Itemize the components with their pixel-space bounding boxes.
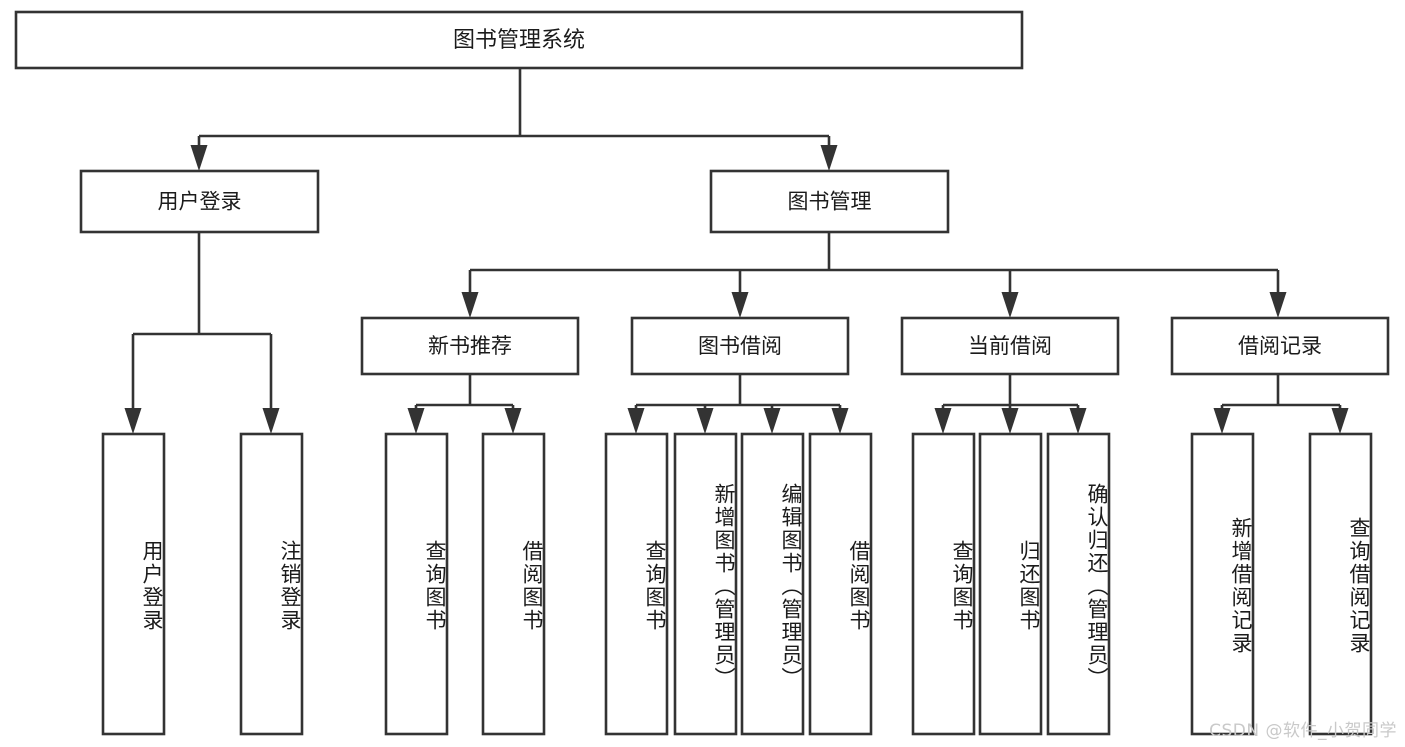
node-leaf-borrow-book-2-box[interactable]: [808, 432, 873, 736]
node-book-manage-box[interactable]: [709, 169, 950, 234]
node-new-book-recommend-label: 新书推荐: [428, 334, 512, 358]
arrow-to-leaf-confirm-return: [1069, 408, 1087, 434]
node-borrow-record-box[interactable]: [1170, 316, 1390, 376]
node-current-borrow-label: 当前借阅: [968, 334, 1052, 358]
node-book-manage-label: 图书管理: [788, 190, 872, 214]
node-user-login-label: 用户登录: [158, 190, 242, 214]
arrow-to-leaf-borrow-book-2: [831, 408, 849, 434]
node-leaf-query-book-1-box[interactable]: [384, 432, 449, 736]
node-leaf-add-record-box[interactable]: [1190, 432, 1255, 736]
arrow-to-user-login: [190, 145, 208, 171]
arrow-to-leaf-add-book: [696, 408, 714, 434]
arrow-to-leaf-user-logout: [262, 408, 280, 434]
arrow-to-book-borrow: [731, 292, 749, 318]
node-leaf-add-book-box[interactable]: [673, 432, 738, 736]
node-root-label: 图书管理系统: [453, 28, 585, 53]
arrow-to-book-manage: [820, 145, 838, 171]
node-borrow-record-label: 借阅记录: [1238, 334, 1322, 358]
watermark-text: CSDN @软件_小贺同学: [1209, 721, 1397, 741]
arrow-to-leaf-query-book-3: [934, 408, 952, 434]
node-leaf-confirm-return-box[interactable]: [1046, 432, 1111, 736]
node-new-book-recommend-box[interactable]: [360, 316, 580, 376]
arrow-to-borrow-record: [1269, 292, 1287, 318]
node-leaf-user-logout-box[interactable]: [239, 432, 304, 736]
arrow-to-leaf-add-record: [1213, 408, 1231, 434]
node-leaf-query-book-2-box[interactable]: [604, 432, 669, 736]
arrow-to-current-borrow: [1001, 292, 1019, 318]
node-book-borrow-box[interactable]: [630, 316, 850, 376]
arrow-to-leaf-query-record: [1331, 408, 1349, 434]
arrow-to-leaf-return-book: [1001, 408, 1019, 434]
arrow-to-leaf-borrow-book-1: [504, 408, 522, 434]
arrow-to-leaf-query-book-2: [627, 408, 645, 434]
arrow-to-leaf-edit-book: [763, 408, 781, 434]
arrow-to-leaf-query-book-1: [407, 408, 425, 434]
arrow-to-new-book-recommend: [461, 292, 479, 318]
node-leaf-borrow-book-1-box[interactable]: [481, 432, 546, 736]
node-leaf-query-book-3-box[interactable]: [911, 432, 976, 736]
node-leaf-return-book-box[interactable]: [978, 432, 1043, 736]
arrow-to-leaf-user-login: [124, 408, 142, 434]
node-root-box[interactable]: [14, 10, 1024, 70]
node-leaf-edit-book-box[interactable]: [740, 432, 805, 736]
node-current-borrow-box[interactable]: [900, 316, 1120, 376]
node-leaf-user-login-box[interactable]: [101, 432, 166, 736]
node-book-borrow-label: 图书借阅: [698, 334, 782, 358]
node-leaf-query-record-box[interactable]: [1308, 432, 1373, 736]
